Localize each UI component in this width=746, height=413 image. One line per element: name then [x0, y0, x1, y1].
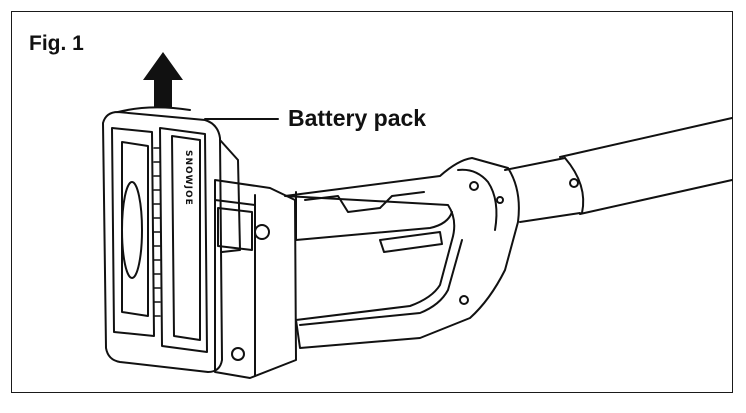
tool-body [214, 179, 297, 379]
figure-frame [11, 11, 733, 393]
battery-ribs [153, 147, 161, 317]
battery-brand-text: SNOWJOE [183, 150, 193, 206]
battery-pack-callout: Battery pack [288, 105, 427, 131]
extension-pole [504, 117, 733, 223]
handle-housing [284, 157, 579, 349]
up-arrow-icon [143, 52, 183, 108]
figure-label: Fig. 1 [29, 32, 84, 55]
battery-pack [102, 106, 241, 373]
